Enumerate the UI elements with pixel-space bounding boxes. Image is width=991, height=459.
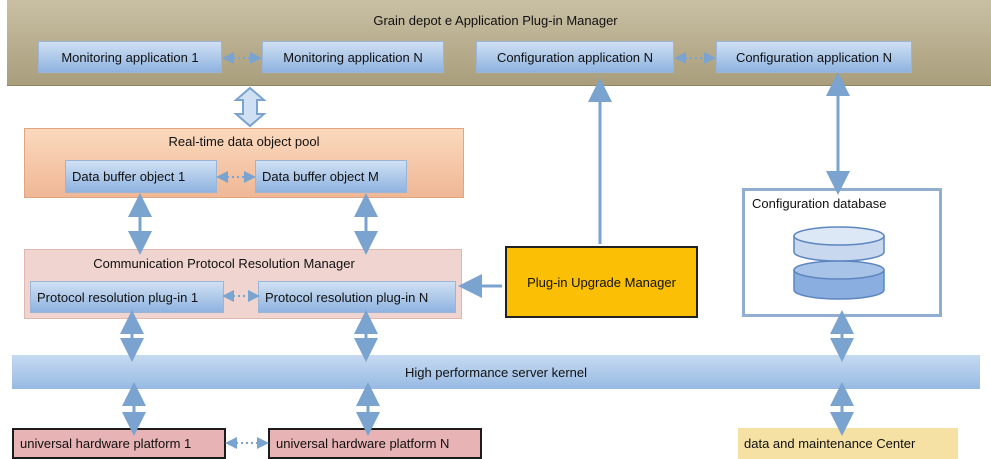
plugin-upgrade-manager-label: Plug-in Upgrade Manager bbox=[527, 274, 676, 290]
database-icon bbox=[793, 226, 885, 300]
plugin-upgrade-manager: Plug-in Upgrade Manager bbox=[505, 246, 698, 318]
server-kernel-label: High performance server kernel bbox=[404, 364, 588, 380]
data-buffer-object-m: Data buffer object M bbox=[255, 160, 407, 193]
monitoring-app-n: Monitoring application N bbox=[262, 41, 444, 73]
hardware-platform-n-label: universal hardware platform N bbox=[276, 436, 450, 451]
monitoring-app-1: Monitoring application 1 bbox=[38, 41, 222, 73]
protocol-plugin-1-label: Protocol resolution plug-in 1 bbox=[37, 289, 199, 305]
configuration-app-2-label: Configuration application N bbox=[735, 49, 893, 65]
data-buffer-object-m-label: Data buffer object M bbox=[262, 169, 379, 184]
data-object-pool-title: Real-time data object pool bbox=[168, 134, 320, 149]
configuration-app-1: Configuration application N bbox=[476, 41, 674, 73]
monitoring-app-1-label: Monitoring application 1 bbox=[61, 49, 199, 65]
data-buffer-object-1-label: Data buffer object 1 bbox=[72, 169, 186, 184]
maintenance-center-label: data and maintenance Center bbox=[744, 436, 916, 451]
protocol-plugin-n: Protocol resolution plug-in N bbox=[258, 281, 456, 313]
data-buffer-object-1: Data buffer object 1 bbox=[65, 160, 217, 193]
app-plugin-manager-title: Grain depot e Application Plug-in Manage… bbox=[373, 13, 618, 28]
protocol-plugin-n-label: Protocol resolution plug-in N bbox=[265, 289, 429, 305]
protocol-plugin-1: Protocol resolution plug-in 1 bbox=[30, 281, 224, 313]
configuration-app-2: Configuration application N bbox=[716, 41, 912, 73]
hardware-platform-1-label: universal hardware platform 1 bbox=[20, 436, 192, 451]
hardware-platform-1: universal hardware platform 1 bbox=[12, 428, 226, 459]
hollow-arrow-app-pool bbox=[233, 86, 267, 128]
protocol-manager-title: Communication Protocol Resolution Manage… bbox=[93, 256, 355, 271]
configuration-database-label: Configuration database bbox=[752, 196, 887, 211]
configuration-app-1-label: Configuration application N bbox=[496, 49, 654, 65]
monitoring-app-n-label: Monitoring application N bbox=[283, 49, 423, 65]
server-kernel-bar: High performance server kernel bbox=[12, 355, 980, 389]
